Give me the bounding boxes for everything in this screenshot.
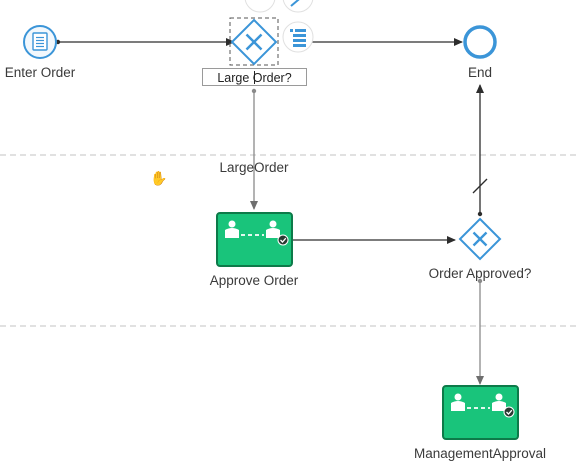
- text-caret: [254, 71, 255, 84]
- user-handoff-icon: [225, 220, 289, 246]
- order-approved-label: Order Approved?: [428, 266, 532, 281]
- end-label: End: [467, 65, 493, 80]
- gateway-order-approved[interactable]: [458, 217, 502, 261]
- start-event-enter-order[interactable]: [23, 25, 57, 59]
- exclusive-x-icon: [472, 231, 488, 247]
- gateway-large-order[interactable]: [229, 17, 279, 66]
- task-approve-order[interactable]: [216, 212, 293, 267]
- exclusive-x-icon: [245, 33, 263, 51]
- properties-icon[interactable]: [282, 21, 314, 53]
- approve-order-label: Approve Order: [209, 273, 299, 288]
- management-approval-label: ManagementApproval: [413, 446, 547, 461]
- hand-cursor-icon: ✋: [150, 170, 168, 186]
- flow-enter-to-gateway[interactable]: [55, 38, 235, 46]
- user-handoff-icon: [451, 393, 515, 418]
- trash-icon[interactable]: [244, 0, 276, 13]
- enter-order-label: Enter Order: [4, 65, 76, 80]
- task-management-approval[interactable]: [442, 385, 519, 440]
- flow-to-management[interactable]: [476, 278, 484, 385]
- document-list-icon: [32, 32, 48, 51]
- flow-large-order[interactable]: [250, 88, 258, 210]
- flow-approved-to-end[interactable]: [472, 84, 488, 217]
- large-order-flow-label: LargeOrder: [219, 160, 289, 175]
- end-event[interactable]: [463, 25, 497, 59]
- connect-arrow-icon[interactable]: [282, 0, 314, 13]
